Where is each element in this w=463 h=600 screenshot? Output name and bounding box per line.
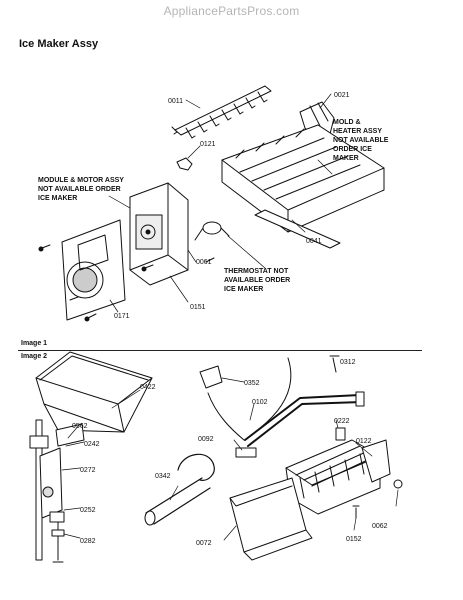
thermostat-note-line1: THERMOSTAT NOT — [224, 268, 289, 275]
module-motor-note: MODULE & MOTOR ASSY NOT AVAILABLE ORDER … — [38, 177, 126, 202]
section-divider — [18, 350, 422, 351]
image-2-label: Image 2 — [21, 353, 48, 360]
cover-drawing — [229, 477, 313, 561]
part-label-0011: 0011 — [168, 98, 183, 105]
part-label-0061: 0061 — [196, 259, 212, 266]
shutoff-arm-drawing — [29, 419, 85, 563]
harness-drawing — [235, 391, 365, 458]
part-label-0152: 0152 — [346, 536, 362, 543]
part-label-0121: 0121 — [200, 141, 216, 148]
part-label-0252: 0252 — [80, 507, 96, 514]
part-label-0122: 0122 — [356, 438, 372, 445]
small-part-drawing — [393, 479, 403, 489]
part-label-0282: 0282 — [80, 538, 96, 545]
part-label-0342: 0342 — [155, 473, 171, 480]
module-motor-note-line3: ICE MAKER — [38, 195, 77, 202]
part-label-0222: 0222 — [334, 418, 350, 425]
mold-heater-note-line1: MOLD & — [333, 119, 361, 126]
mold-heater-note: MOLD & HEATER ASSY NOT AVAILABLE ORDER I… — [333, 119, 390, 162]
watermark: AppliancePartsPros.com — [163, 4, 300, 18]
part-label-0312: 0312 — [340, 359, 356, 366]
module-motor-note-line1: MODULE & MOTOR ASSY — [38, 177, 124, 184]
thermostat-note-line3: ICE MAKER — [224, 286, 263, 293]
screw-top-drawing — [329, 355, 340, 373]
screw-bottom-drawing — [352, 505, 360, 519]
motor-plate-drawing — [61, 219, 126, 321]
part-label-0151: 0151 — [190, 304, 206, 311]
screws-drawing — [38, 244, 215, 322]
cap-drawing — [199, 365, 223, 389]
clip-drawing — [176, 157, 193, 171]
thermostat-note-line2: AVAILABLE ORDER — [224, 277, 290, 284]
module-motor-note-line2: NOT AVAILABLE ORDER — [38, 186, 121, 193]
fill-tube-drawing — [144, 453, 215, 526]
ice-bin-drawing — [35, 351, 153, 433]
part-label-0562: 0562 — [72, 423, 88, 430]
mold-heater-note-line4: ORDER ICE — [333, 146, 372, 153]
part-label-0171: 0171 — [114, 313, 130, 320]
ejector-comb-drawing — [171, 85, 272, 139]
part-label-0021: 0021 — [334, 92, 350, 99]
image-1-label: Image 1 — [21, 340, 48, 347]
part-label-0242: 0242 — [84, 441, 100, 448]
wire-drawing — [207, 357, 292, 441]
part-label-0041: 0041 — [306, 238, 322, 245]
mold-heater-note-line3: NOT AVAILABLE — [333, 137, 389, 144]
part-label-0352: 0352 — [244, 380, 260, 387]
part-label-0102: 0102 — [252, 399, 268, 406]
thermostat-drawing — [194, 221, 230, 241]
part-label-0092: 0092 — [198, 436, 214, 443]
ice-maker-assembly-drawing — [285, 439, 391, 515]
mold-heater-note-line2: HEATER ASSY — [333, 128, 382, 135]
part-label-0062: 0062 — [372, 523, 388, 530]
part-label-0422: 0422 — [140, 384, 156, 391]
mold-tray-drawing — [221, 124, 385, 249]
page-title: Ice Maker Assy — [19, 38, 99, 50]
part-label-0072: 0072 — [196, 540, 212, 547]
thermostat-note: THERMOSTAT NOT AVAILABLE ORDER ICE MAKER — [224, 268, 292, 293]
part-label-0272: 0272 — [80, 467, 96, 474]
connector-drawing — [335, 427, 346, 441]
mold-heater-note-line5: MAKER — [333, 155, 359, 162]
module-housing-drawing — [129, 182, 189, 286]
